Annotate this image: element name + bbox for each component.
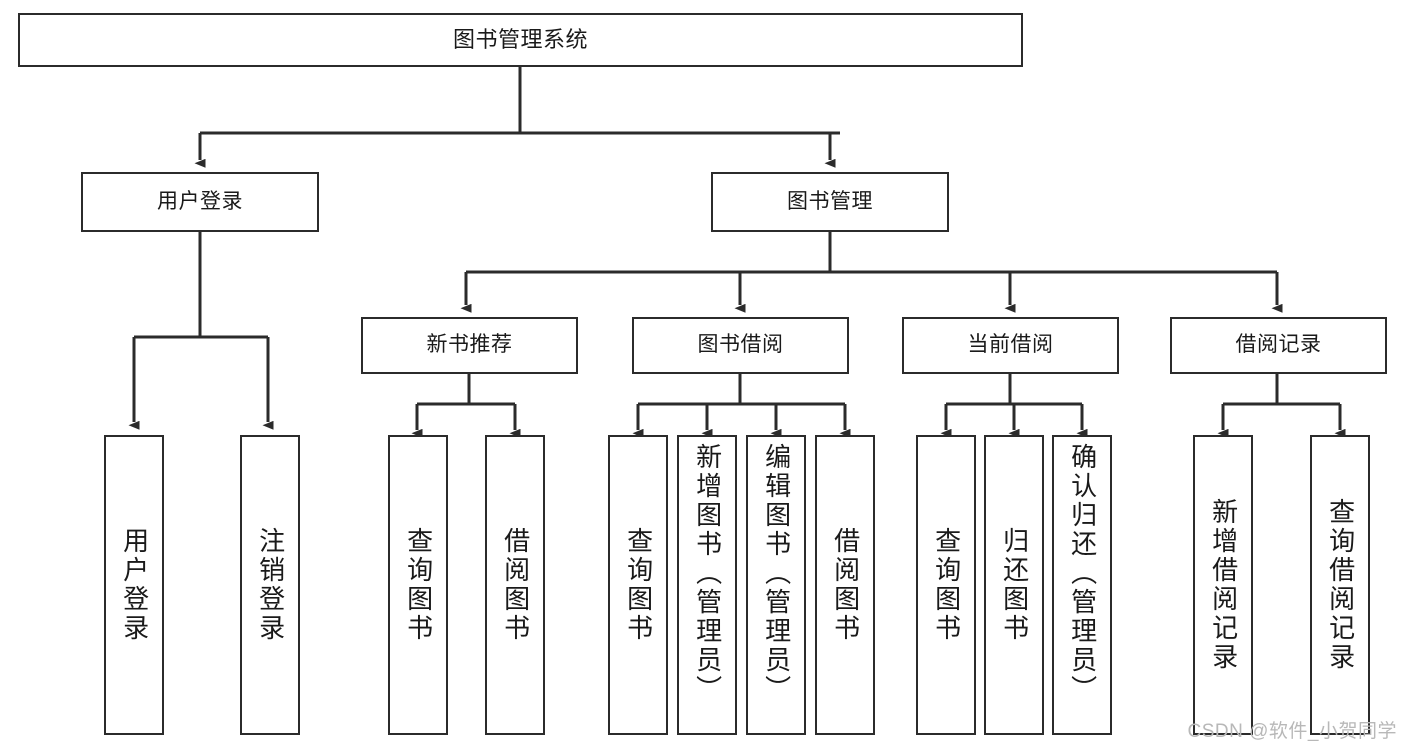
node-label: 查询图书	[931, 527, 962, 643]
leaf-add-borrow-record[interactable]: 新增借阅记录	[1193, 435, 1253, 735]
leaf-user-login[interactable]: 用户登录	[104, 435, 164, 735]
leaf-borrow-book[interactable]: 借阅图书	[815, 435, 875, 735]
node-book-management[interactable]: 图书管理	[711, 172, 949, 232]
node-label: 图书管理	[787, 189, 873, 213]
node-label: 图书管理系统	[452, 27, 588, 53]
leaf-logout[interactable]: 注销登录	[240, 435, 300, 735]
leaf-add-book-admin[interactable]: 新增图书（管理员）	[677, 435, 737, 735]
leaf-query-borrow-record[interactable]: 查询借阅记录	[1310, 435, 1370, 735]
node-label: 借阅记录	[1235, 333, 1322, 357]
node-new-book-recommend[interactable]: 新书推荐	[361, 317, 578, 374]
leaf-edit-book-admin[interactable]: 编辑图书（管理员）	[746, 435, 806, 735]
leaf-confirm-return-admin[interactable]: 确认归还（管理员）	[1052, 435, 1112, 735]
node-label: 新增借阅记录	[1208, 498, 1239, 672]
node-label: 借阅图书	[830, 527, 861, 643]
node-user-login[interactable]: 用户登录	[81, 172, 319, 232]
leaf-query-book-recommend[interactable]: 查询图书	[388, 435, 448, 735]
leaf-query-book-borrow[interactable]: 查询图书	[608, 435, 668, 735]
node-current-borrow[interactable]: 当前借阅	[902, 317, 1119, 374]
node-label: 查询图书	[403, 527, 434, 643]
node-label: 新增图书（管理员）	[692, 443, 723, 704]
node-label: 新书推荐	[426, 333, 513, 357]
node-label: 查询借阅记录	[1325, 498, 1356, 672]
leaf-borrow-book-recommend[interactable]: 借阅图书	[485, 435, 545, 735]
node-label: 当前借阅	[967, 333, 1054, 357]
node-label: 确认归还（管理员）	[1067, 443, 1098, 704]
leaf-query-book-current[interactable]: 查询图书	[916, 435, 976, 735]
node-label: 借阅图书	[500, 527, 531, 643]
node-label: 图书借阅	[697, 333, 784, 357]
node-root-book-management-system[interactable]: 图书管理系统	[18, 13, 1023, 67]
leaf-return-book[interactable]: 归还图书	[984, 435, 1044, 735]
node-book-borrow[interactable]: 图书借阅	[632, 317, 849, 374]
watermark: CSDN @软件_小贺同学	[1187, 721, 1397, 742]
node-label: 用户登录	[119, 527, 150, 643]
node-label: 归还图书	[999, 527, 1030, 643]
node-label: 注销登录	[255, 527, 286, 643]
node-label: 查询图书	[623, 527, 654, 643]
node-label: 用户登录	[157, 189, 243, 213]
node-label: 编辑图书（管理员）	[761, 443, 792, 704]
node-borrow-record[interactable]: 借阅记录	[1170, 317, 1387, 374]
